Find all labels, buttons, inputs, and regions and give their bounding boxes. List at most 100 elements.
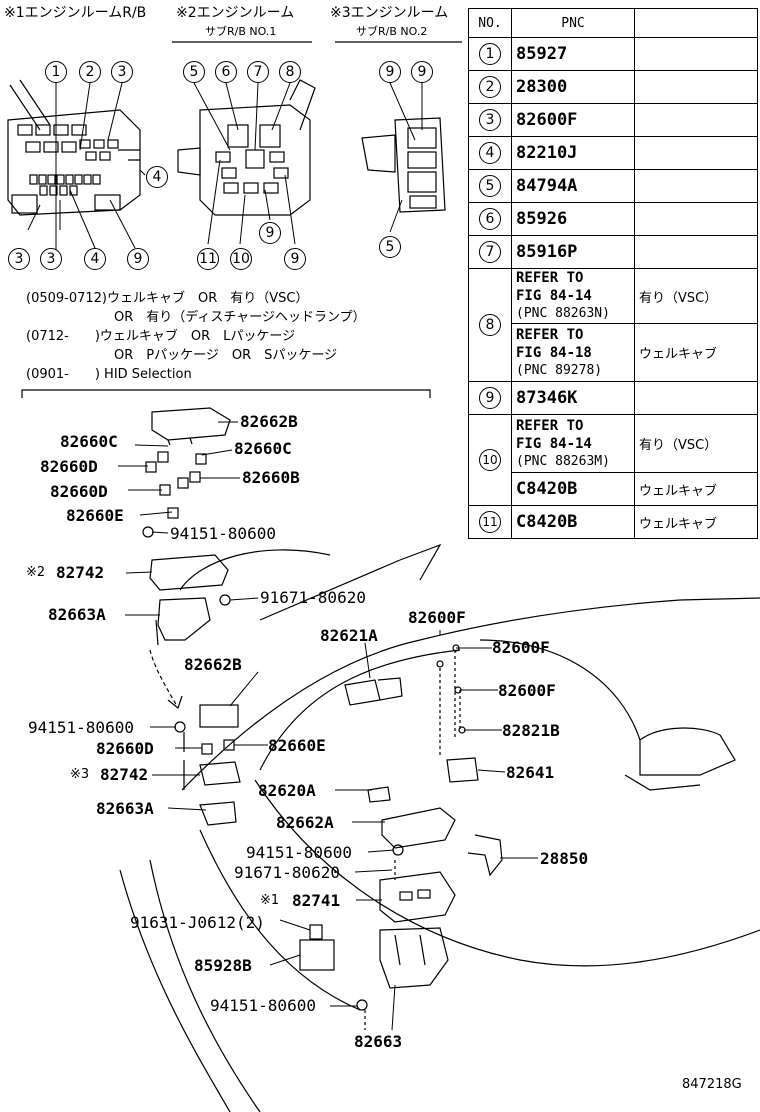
row-remark [634, 70, 758, 104]
part-label: 91671-80620 [260, 588, 366, 607]
callout-7: 7 [247, 61, 269, 83]
callout-9b: 9 [259, 222, 281, 244]
row-pnc: C8420B [511, 472, 635, 506]
row-pnc: 28300 [511, 70, 635, 104]
header-sub-relay-block-2-subtitle: サブR/B NO.2 [356, 25, 428, 38]
part-label: 82660C [60, 432, 118, 451]
part-label: 94151-80600 [210, 996, 316, 1015]
row-number-badge: 6 [479, 208, 501, 230]
row-remark [634, 235, 758, 269]
table-row: 10 REFER TO FIG 84-14 (PNC 88263M) 有り（VS… [468, 414, 758, 506]
row-pnc: 82600F [511, 103, 635, 137]
row-remark: ウェルキャブ [634, 323, 758, 382]
callout-2: 2 [79, 61, 101, 83]
row-remark: 有り（VSC） [634, 414, 758, 473]
reference-line-1: REFER TO [516, 326, 584, 343]
part-label: 82662B [240, 412, 298, 431]
part-label: 82660C [234, 439, 292, 458]
header-relay-block-1: ※1エンジンルームR/B [4, 5, 147, 21]
callout-9: 9 [127, 248, 149, 270]
engine-room-relay-block-1 [7, 79, 141, 216]
callout-5b: 5 [379, 236, 401, 258]
part-label: 82600F [408, 608, 466, 627]
callout-1: 1 [45, 61, 67, 83]
table-row: REFER TO FIG 84-18 (PNC 89278) ウェルキャブ [469, 323, 758, 382]
part-label: 82600F [492, 638, 550, 657]
table-row: 8 REFER TO FIG 84-14 (PNC 88263N) 有り（VSC… [468, 268, 758, 382]
part-label: 82620A [258, 781, 316, 800]
part-label: 82662B [184, 655, 242, 674]
header-sub-relay-block-2: ※3エンジンルーム [330, 5, 449, 21]
callout-8: 8 [279, 61, 301, 83]
reference-line-2: FIG 84-14 [516, 288, 592, 304]
reference-pnc: (PNC 89278) [516, 362, 603, 378]
part-label: 82663A [96, 799, 154, 818]
row-remark: ウェルキャブ [634, 505, 758, 539]
reference-line-1: REFER TO [516, 417, 584, 434]
row-reference: REFER TO FIG 84-18 (PNC 89278) [511, 323, 635, 382]
part-label: 82660E [66, 506, 124, 525]
callout-9c: 9 [284, 248, 306, 270]
col-remark-header [634, 8, 758, 38]
callout-11: 11 [197, 248, 219, 270]
section-marker: ※2 [26, 565, 46, 580]
row-pnc: 84794A [511, 169, 635, 203]
row-reference: REFER TO FIG 84-14 (PNC 88263M) [511, 414, 635, 473]
table-row: 3 82600F [468, 103, 758, 137]
callout-10: 10 [230, 248, 252, 270]
part-label: 82600F [498, 681, 556, 700]
header-sub-relay-block-1-subtitle: サブR/B NO.1 [205, 25, 277, 38]
part-label: 91631-J0612(2) [130, 913, 265, 932]
reference-pnc: (PNC 88263N) [516, 306, 610, 321]
table-row: 6 85926 [468, 202, 758, 236]
part-label: 28850 [540, 849, 589, 868]
table-row: C8420B ウェルキャブ [469, 472, 758, 506]
row-remark [634, 136, 758, 170]
row-remark [634, 103, 758, 137]
reference-line-2: FIG 84-18 [516, 344, 592, 361]
table-row: 4 82210J [468, 136, 758, 170]
row-number-badge: 7 [479, 241, 501, 263]
callout-3c: 3 [40, 248, 62, 270]
row-pnc: 87346K [511, 381, 635, 415]
row-number-badge: 4 [479, 142, 501, 164]
part-label: 82663A [48, 605, 106, 624]
row-pnc: 85927 [511, 37, 635, 71]
part-label: 82663 [354, 1032, 403, 1051]
part-label: 94151-80600 [170, 524, 276, 543]
row-number-badge: 2 [479, 76, 501, 98]
row-remark [634, 169, 758, 203]
right-center-parts-group [299, 644, 503, 1030]
row-number-badge: 5 [479, 175, 501, 197]
figure-id: 847218G [682, 1077, 742, 1092]
pnc-table: NO. PNC 1 85927 2 28300 3 82600F 4 82210… [468, 8, 758, 539]
part-label: 82662A [276, 813, 334, 832]
upper-parts-group [142, 407, 231, 710]
part-label: 82741 [292, 891, 341, 910]
part-label: 91671-80620 [234, 863, 340, 882]
row-remark: 有り（VSC） [634, 268, 758, 324]
row-pnc: C8420B [511, 505, 635, 539]
part-label: 82660B [242, 468, 300, 487]
section-marker: ※3 [70, 767, 90, 782]
part-label: 94151-80600 [28, 718, 134, 737]
table-row: 11 C8420B ウェルキャブ [468, 505, 758, 539]
leader-lines [27, 82, 538, 1031]
table-row: 7 85916P [468, 235, 758, 269]
part-label: 82660D [50, 482, 108, 501]
row-remark [634, 202, 758, 236]
part-label: 82660D [96, 739, 154, 758]
reference-line-2: FIG 84-14 [516, 435, 592, 452]
part-label: 82821B [502, 721, 560, 740]
note-line-2b: OR Pパッケージ OR Sパッケージ [114, 348, 338, 363]
part-label: 82742 [100, 765, 149, 784]
row-number-badge: 1 [479, 43, 501, 65]
row-remark: ウェルキャブ [634, 472, 758, 506]
callout-5: 5 [183, 61, 205, 83]
header-sub-relay-block-1: ※2エンジンルーム [176, 5, 295, 21]
row-number-badge: 11 [479, 511, 501, 533]
callout-3b: 3 [8, 248, 30, 270]
note-line-2a: (0712- )ウェルキャブ OR Lパッケージ [26, 329, 296, 344]
part-label: 85928B [194, 956, 252, 975]
part-label: 94151-80600 [246, 843, 352, 862]
